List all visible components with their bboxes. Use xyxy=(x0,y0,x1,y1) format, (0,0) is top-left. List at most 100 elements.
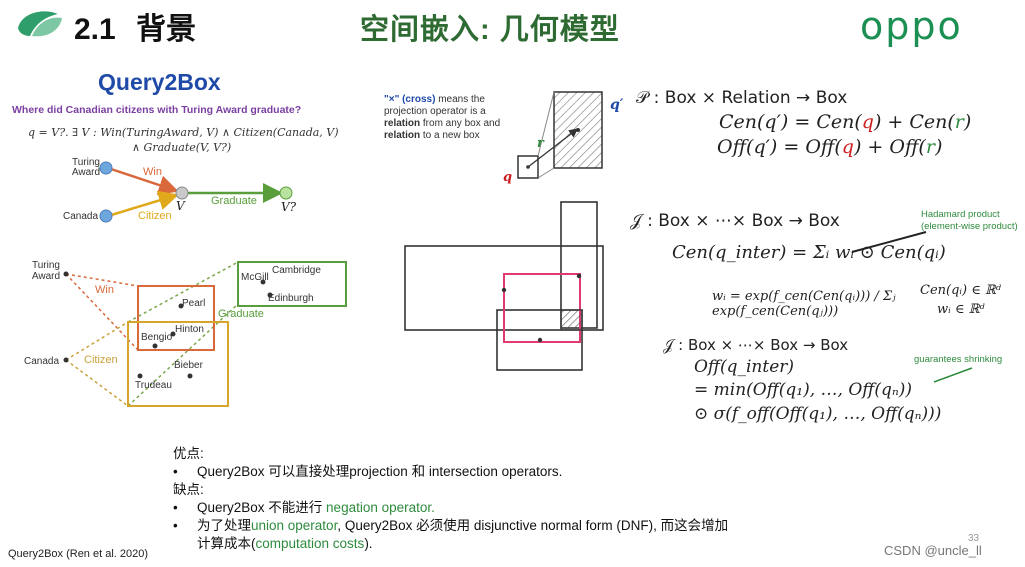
query-formula-line2: ∧ Graduate(V, V?) xyxy=(132,141,232,154)
projection-note-relation1: relation xyxy=(384,118,421,129)
section-name: 背景 xyxy=(136,13,197,46)
embed-turing-award-label: Turing Award xyxy=(31,260,61,282)
projection-note: "×" (cross) means the projection operato… xyxy=(384,94,512,142)
pros-title: 优点: xyxy=(173,446,204,461)
cen-intersection-formula: Cen(q_inter) = Σᵢ wᵢ ⊙ Cen(qᵢ) xyxy=(672,242,946,263)
embedding-diagram xyxy=(63,261,347,407)
citizen-edge xyxy=(107,190,179,218)
cen-domain: Cen(qᵢ) ∈ ℝᵈ xyxy=(920,283,1001,298)
intersection-center-box xyxy=(503,273,581,343)
graph-graduate-label: Graduate xyxy=(211,195,257,207)
shrink-note: guarantees shrinking xyxy=(914,354,1003,365)
con-item-2-line2: 计算成本(computation costs). xyxy=(173,535,728,553)
graph-canada-label: Canada xyxy=(63,211,99,222)
con2-line2-end: ). xyxy=(364,536,373,551)
con-item-1: •Query2Box 不能进行 negation operator. xyxy=(173,500,435,515)
watermark: CSDN @uncle_ll xyxy=(884,543,982,558)
graph-turing-award-label: Turing Award xyxy=(71,157,101,178)
embed-graduate-label: Graduate xyxy=(218,308,264,320)
off-eq-end: ) xyxy=(934,136,943,158)
projection-label-q-prime: q′ xyxy=(610,97,624,113)
off-equation: Off(q′) = Off(q) + Off(r) xyxy=(717,136,942,158)
intersection-operator: 𝒥 : Box × ⋯× Box → Box xyxy=(630,211,840,231)
graduate-box xyxy=(237,261,347,307)
intersection-box xyxy=(560,309,583,331)
section-heading: 2.1 背景 xyxy=(74,4,196,48)
intersection-diagram xyxy=(404,201,604,371)
graph-v-target-label: V? xyxy=(281,200,297,214)
entity-trudeau: Trudeau xyxy=(135,380,172,391)
slide-title: 空间嵌入: 几何模型 xyxy=(360,14,620,46)
con2-prefix: 为了处理 xyxy=(197,518,251,533)
projection-note-text3: to a new box xyxy=(420,130,480,141)
con1-prefix: Query2Box 不能进行 xyxy=(197,500,327,515)
projection-diagram xyxy=(517,91,603,179)
query2box-title: Query2Box xyxy=(98,69,221,95)
entity-cambridge: Cambridge xyxy=(272,265,321,276)
con2-line2-highlight: computation costs xyxy=(255,536,365,551)
entity-bengio: Bengio xyxy=(141,332,173,343)
query-formula-line1: q = V?. ∃ V : Win(TuringAward, V) ∧ Citi… xyxy=(28,126,339,139)
shrink-pointer xyxy=(933,367,973,383)
entity-bieber: Bieber xyxy=(174,360,203,371)
off-intersection-line1: Off(q_inter) xyxy=(694,357,795,377)
graph-v-label: V xyxy=(176,199,185,213)
projection-note-text1: means the projection operator is a xyxy=(384,94,486,117)
brand-logo: oppo xyxy=(860,4,963,48)
entity-mcgill: McGill xyxy=(241,272,269,283)
off-eq-mid: ) + Off( xyxy=(853,136,926,158)
embed-citizen-label: Citizen xyxy=(84,354,118,366)
con2-mid: , Query2Box 必须使用 disjunctive normal form… xyxy=(337,518,729,533)
citizen-box xyxy=(127,321,229,407)
cen-eq-r: r xyxy=(954,111,964,133)
off-eq-r: r xyxy=(925,136,935,158)
cen-eq-q: q xyxy=(861,111,874,133)
cen-equation: Cen(q′) = Cen(q) + Cen(r) xyxy=(719,111,971,133)
win-edge xyxy=(107,166,179,195)
projection-operator: 𝒫 : Box × Relation → Box xyxy=(636,88,848,108)
intersection-operator-2: 𝒥 : Box × ⋯× Box → Box xyxy=(663,336,849,354)
pro-item-text: Query2Box 可以直接处理projection 和 intersectio… xyxy=(197,464,563,479)
w-domain: wᵢ ∈ ℝᵈ xyxy=(937,302,985,317)
pros-cons: 优点: •Query2Box 可以直接处理projection 和 inters… xyxy=(173,445,728,553)
hadamard-pointer xyxy=(851,231,927,253)
entity-hinton: Hinton xyxy=(175,324,204,335)
con1-highlight: negation operator. xyxy=(326,500,435,515)
v-target-node xyxy=(279,186,293,200)
off-eq-lhs: Off(q′) = Off( xyxy=(717,136,842,158)
con2-highlight: union operator xyxy=(251,518,338,533)
con2-line2-prefix: 计算成本( xyxy=(197,536,256,551)
cen-eq-mid: ) + Cen( xyxy=(873,111,955,133)
off-intersection-line2: = min(Off(q₁), …, Off(qₙ)) xyxy=(694,380,912,400)
projection-label-r: r xyxy=(537,136,544,151)
projection-note-text2: from any box and xyxy=(420,118,501,129)
embed-win-label: Win xyxy=(95,284,114,296)
hadamard-note: Hadamard product (element-wise product) xyxy=(921,209,1018,232)
section-number: 2.1 xyxy=(74,13,116,46)
graph-citizen-label: Citizen xyxy=(138,210,172,222)
off-intersection-line3: ⊙ σ(f_off(Off(q₁), …, Off(qₙ))) xyxy=(694,404,942,424)
query-question: Where did Canadian citizens with Turing … xyxy=(12,104,302,116)
cen-eq-end: ) xyxy=(963,111,972,133)
citation: Query2Box (Ren et al. 2020) xyxy=(8,548,149,560)
graph-win-label: Win xyxy=(143,166,162,178)
canada-node xyxy=(99,209,113,223)
query-graph xyxy=(99,161,293,223)
weight-formula: wᵢ = exp(f_cen(Cen(qᵢ))) / Σⱼ exp(f_cen(… xyxy=(712,289,896,319)
cen-eq-lhs: Cen(q′) = Cen( xyxy=(719,111,862,133)
bottom-box xyxy=(496,309,583,371)
con-item-2: •为了处理union operator, Query2Box 必须使用 disj… xyxy=(173,518,729,533)
off-eq-q: q xyxy=(841,136,854,158)
v-node xyxy=(175,186,189,200)
pro-item: •Query2Box 可以直接处理projection 和 intersecti… xyxy=(173,464,563,479)
projection-note-cross: "×" (cross) xyxy=(384,94,436,105)
embed-canada-label: Canada xyxy=(24,356,60,367)
entity-pearl: Pearl xyxy=(182,298,206,309)
page-number: 33 xyxy=(968,533,980,544)
win-box xyxy=(137,285,215,351)
entity-edinburgh: Edinburgh xyxy=(268,293,314,304)
cons-title: 缺点: xyxy=(173,482,204,497)
projection-note-relation2: relation xyxy=(384,130,421,141)
leaf-logo-icon xyxy=(18,11,62,37)
projection-label-q: q xyxy=(503,170,513,185)
